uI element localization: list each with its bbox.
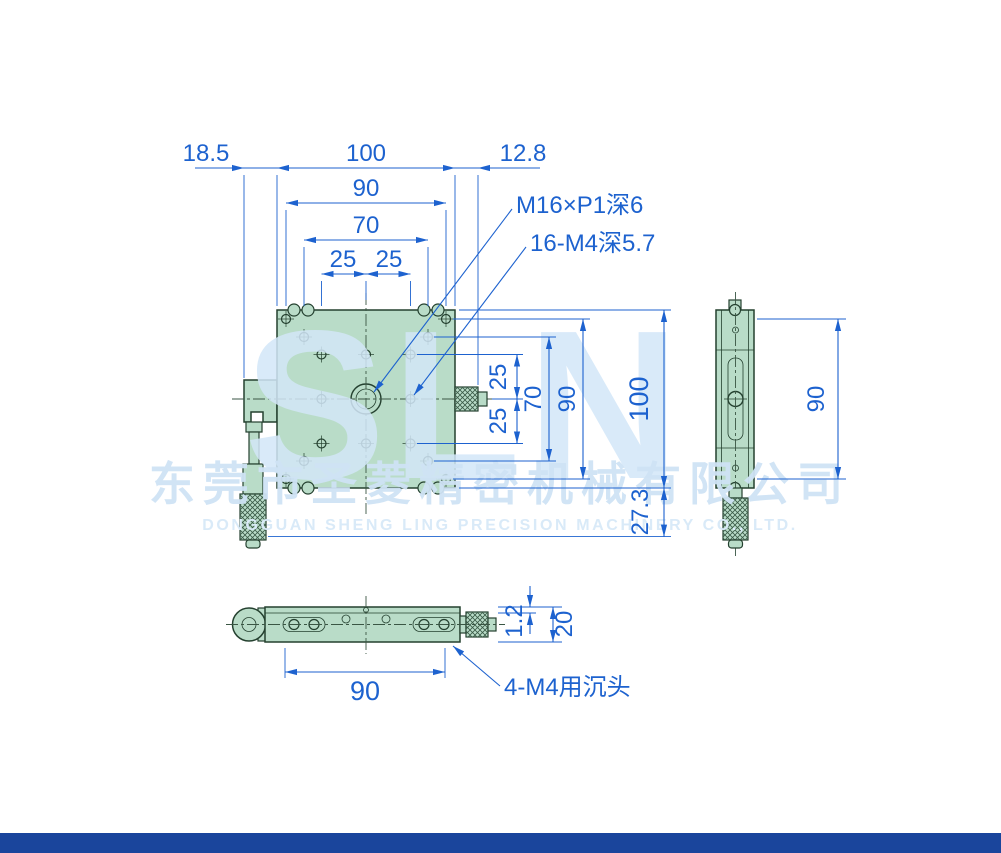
dim-1-2: 1.2 (501, 604, 528, 637)
edge-bumps (287, 303, 445, 495)
label-16m4: 16-M4深5.7 (530, 230, 655, 257)
dim-20: 20 (551, 611, 578, 638)
dimension-layer: 18.5 100 12.8 90 70 25 25 M16×P1深6 16-M4… (183, 140, 846, 706)
dim-100-top: 100 (346, 140, 386, 167)
label-m16: M16×P1深6 (516, 192, 643, 219)
bottom-view (226, 596, 505, 654)
knurl-texture (240, 494, 266, 540)
side-view (715, 292, 755, 556)
dim-70-right: 70 (520, 386, 547, 413)
footer-bar (0, 833, 1001, 853)
dim-90-right: 90 (554, 386, 581, 413)
dim-25-top-right: 25 (376, 246, 403, 273)
dim-25-right-upper: 25 (485, 364, 512, 391)
side-micrometer-knob (722, 487, 749, 549)
micrometer-head (239, 379, 278, 549)
fine-adjust-knob (454, 386, 488, 412)
dim-25-right-lower: 25 (485, 408, 512, 435)
dim-27-3: 27.3 (627, 489, 654, 536)
dim-90-top: 90 (353, 175, 380, 202)
watermark-company-en: DONGGUAN SHENG LING PRECISION MACHINERY … (202, 517, 798, 534)
dim-90-side: 90 (803, 386, 830, 413)
dim-70-top: 70 (353, 212, 380, 239)
watermark-letters: SLN (244, 286, 686, 523)
dim-25-top-left: 25 (330, 246, 357, 273)
leader-16m4 (413, 246, 527, 396)
dim-90-bottom: 90 (350, 676, 380, 706)
watermark-company-cn: 东莞市圣菱精密机械有限公司 (149, 458, 851, 510)
dim-18-5: 18.5 (183, 140, 230, 167)
watermark: SLN 东莞市圣菱精密机械有限公司 DONGGUAN SHENG LING PR… (149, 286, 851, 534)
label-4m4: 4-M4用沉头 (504, 674, 631, 701)
dim-100-right: 100 (624, 376, 654, 421)
leader-4m4 (452, 645, 501, 687)
dim-12-8: 12.8 (500, 140, 547, 167)
slot-right (412, 617, 456, 632)
front-view (232, 293, 508, 549)
leader-m16 (373, 208, 513, 393)
